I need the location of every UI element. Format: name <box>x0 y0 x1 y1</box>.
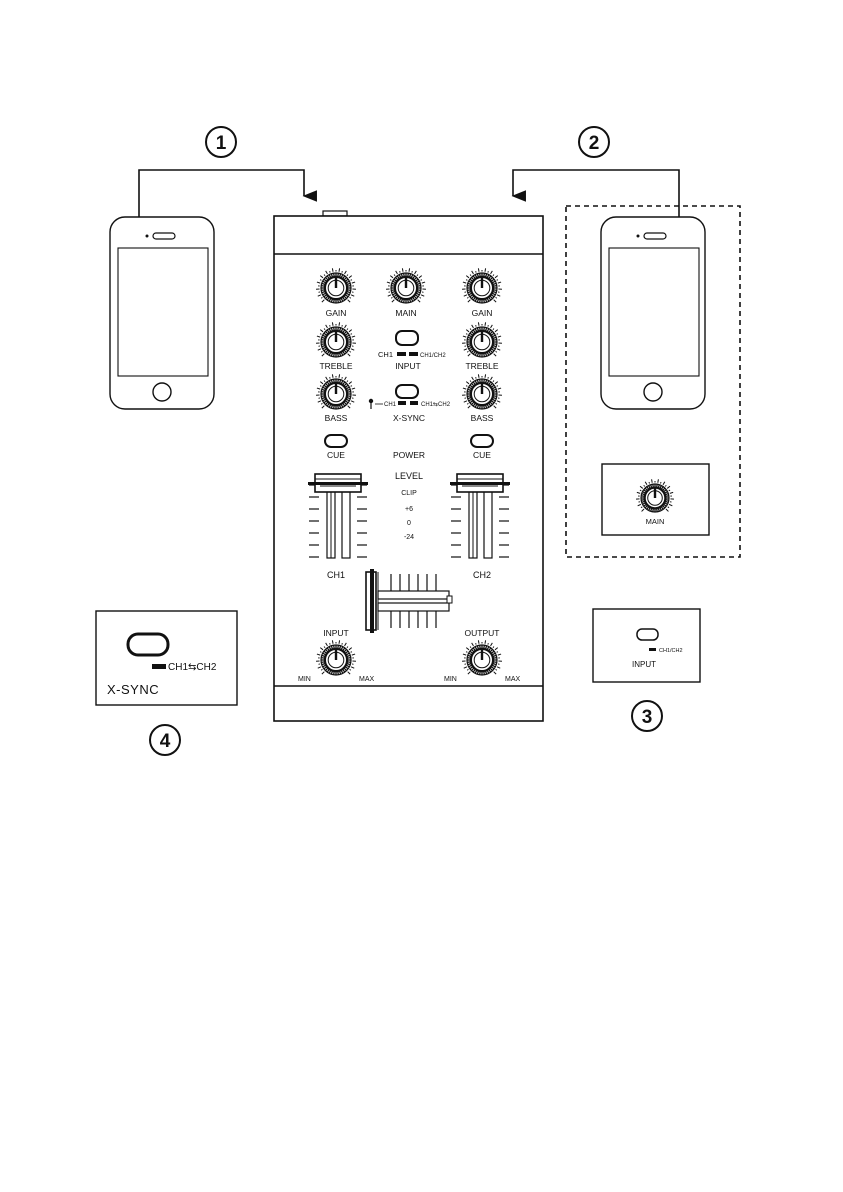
ch1-treble-label: TREBLE <box>319 361 352 371</box>
input-switch-mark-right <box>409 352 418 356</box>
ch1-label: CH1 <box>327 570 345 580</box>
svg-text:4: 4 <box>160 731 171 752</box>
ch2-label: CH2 <box>473 570 491 580</box>
crossfader-end <box>447 596 452 603</box>
ch2-cue-label: CUE <box>473 450 491 460</box>
input-switch-button[interactable] <box>396 331 418 345</box>
detail-xsync-button <box>128 634 168 655</box>
ch2-bass-label: BASS <box>471 413 494 423</box>
xsync-switch-label: X-SYNC <box>393 413 425 423</box>
input-switch-mark-left <box>397 352 406 356</box>
level-clip: CLIP <box>401 490 417 497</box>
callout-2: 2 <box>579 127 609 157</box>
output-knob-label: OUTPUT <box>465 628 500 638</box>
ch1-cue-label: CUE <box>327 450 345 460</box>
ch2-treble-label: TREBLE <box>465 361 498 371</box>
fader-cap-bar <box>308 482 368 485</box>
input-knob-min: MIN <box>298 676 311 683</box>
main-label: MAIN <box>395 308 416 318</box>
ch1-bass-label: BASS <box>325 413 348 423</box>
detail-input-button <box>637 629 658 640</box>
detail-input-option: CH1/CH2 <box>659 648 683 654</box>
detail-input-label: INPUT <box>632 660 656 669</box>
cable-1 <box>139 170 304 218</box>
ch1-gain-label: GAIN <box>326 308 347 318</box>
detail-xsync-option: CH1⇆CH2 <box>168 662 217 673</box>
crossfader-track <box>378 591 449 599</box>
smartphone-right-icon <box>601 217 705 409</box>
input-knob-max: MAX <box>359 676 375 683</box>
svg-text:3: 3 <box>642 707 653 728</box>
level-plus6: +6 <box>405 506 413 513</box>
svg-text:1: 1 <box>216 133 227 154</box>
input-switch-left-label: CH1 <box>378 350 393 359</box>
power-label: POWER <box>393 450 425 460</box>
level-0: 0 <box>407 520 411 527</box>
ch2-gain-label: GAIN <box>472 308 493 318</box>
ch1-cue-button[interactable] <box>325 435 347 447</box>
xsync-switch-right-label: CH1⇆CH2 <box>421 401 451 408</box>
detail-input-panel <box>593 609 700 682</box>
callout-4: 4 <box>150 725 180 755</box>
fader-cap-bar <box>450 482 510 485</box>
callout-3: 3 <box>632 701 662 731</box>
crossfader-cap-bar <box>370 569 374 633</box>
input-switch-label: INPUT <box>395 361 421 371</box>
smartphone-left-icon <box>110 217 214 409</box>
output-knob-min: MIN <box>444 676 457 683</box>
callout-1: 1 <box>206 127 236 157</box>
xsync-switch-mark-right <box>410 401 418 405</box>
ch2-cue-button[interactable] <box>471 435 493 447</box>
svg-text:2: 2 <box>589 133 600 154</box>
detail-main-label: MAIN <box>646 517 665 526</box>
detail-input-mark <box>649 648 656 651</box>
output-knob-max: MAX <box>505 676 521 683</box>
level-minus24: -24 <box>404 534 414 541</box>
crossfader-track <box>378 603 449 611</box>
xsync-switch-button[interactable] <box>396 385 418 398</box>
xsync-switch-mark-left <box>398 401 406 405</box>
cable-2 <box>513 170 679 218</box>
xsync-switch-left-label: CH1 <box>384 402 397 408</box>
level-meter-title: LEVEL <box>395 471 423 481</box>
detail-xsync-label: X-SYNC <box>107 682 159 697</box>
detail-xsync-mark <box>152 664 166 669</box>
input-knob-label: INPUT <box>323 628 349 638</box>
input-switch-right-label: CH1/CH2 <box>420 353 446 359</box>
